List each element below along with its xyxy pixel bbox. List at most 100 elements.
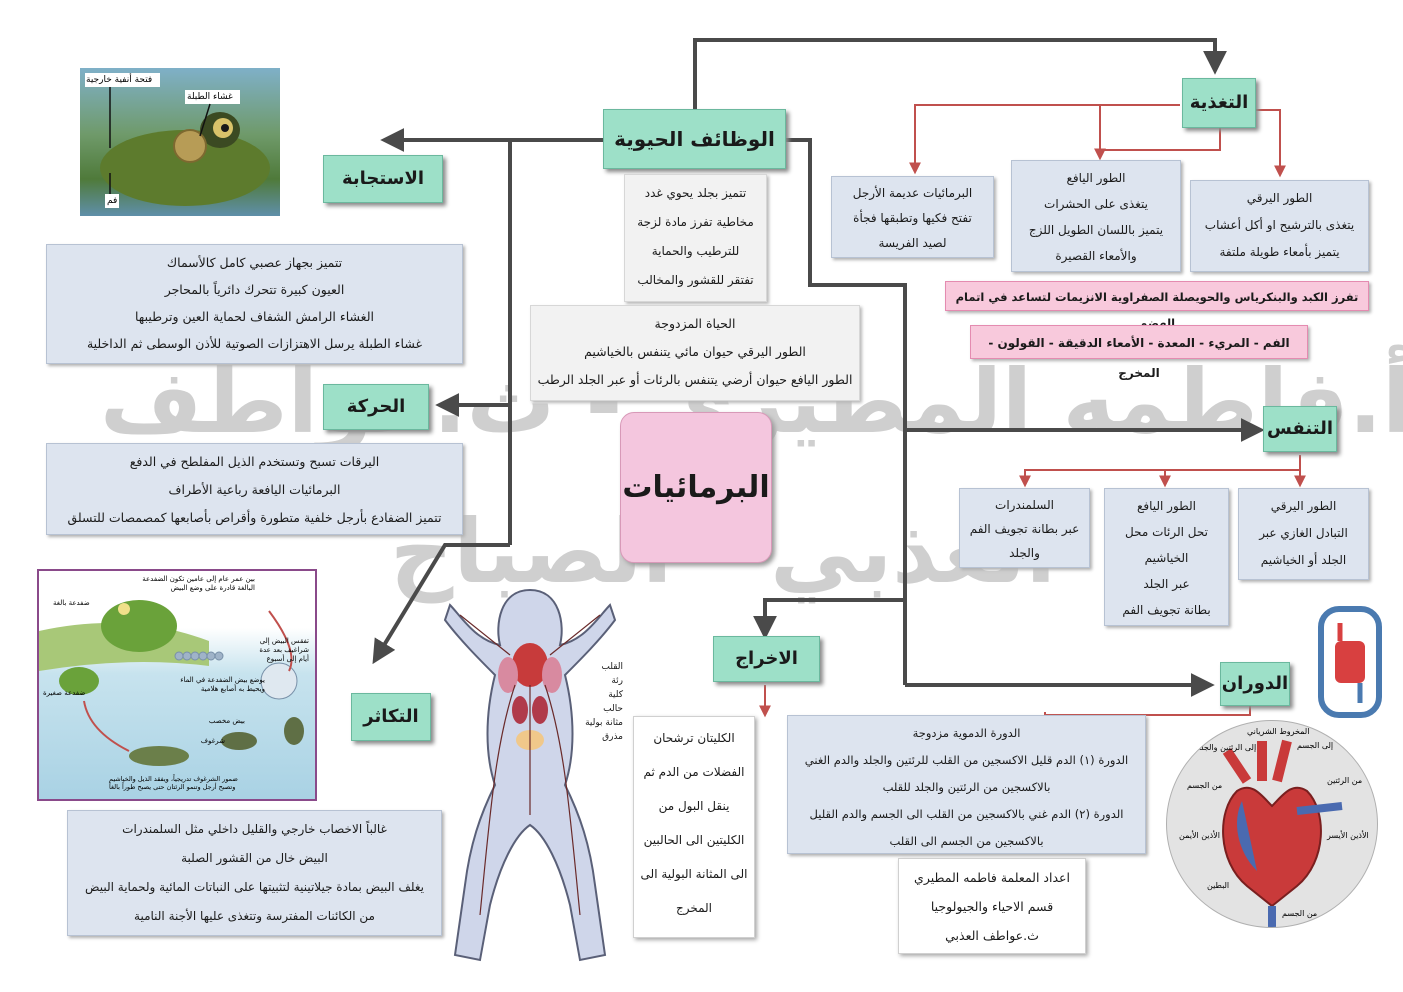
reproduction-line-2: البيض خال من القشور الصلبة — [74, 844, 435, 873]
nutrition-adult-line-2: يتميز باللسان الطويل اللزج — [1018, 217, 1174, 243]
vital-line-4: تفتقر للقشور والمخالب — [631, 266, 760, 295]
vital-functions-box: تتميز بجلد يحوي غدد مخاطية تفرز مادة لزج… — [624, 174, 767, 302]
reproduction-line-3: يغلف البيض بمادة جيلاتينية لتثبيتها على … — [74, 873, 435, 902]
movement-line-2: البرمائيات اليافعة رباعية الأطراف — [53, 476, 456, 504]
vital-line-3: للترطيب والحماية — [631, 237, 760, 266]
lifecycle-caption-2: البالغة قادرة على وضع البيض — [171, 584, 255, 593]
respiration-adult-box: الطور اليافع تحل الرئات محل الخياشيم عبر… — [1104, 488, 1229, 626]
lifecycle-fertilized-egg: بيض مخصب — [209, 717, 245, 726]
movement-box: اليرقات تسبح وتستخدم الذيل المفلطح في ال… — [46, 443, 463, 535]
response-line-4: غشاء الطبلة يرسل الاهتزازات الصوتية للأذ… — [53, 330, 456, 357]
nutrition-legless-line-2: لصيد الفريسة — [838, 231, 987, 256]
respiration-adult-line-1: تحل الرئات محل — [1111, 519, 1222, 545]
lifecycle-caption-4: وتصبح أرجل وتنمو الرئتان حتى يصبح طوراً … — [109, 783, 235, 791]
anatomy-label-ureter: حالب — [583, 702, 623, 716]
respiration-salamander-line-1: عبر بطانة تجويف الفم — [966, 517, 1083, 541]
double-life-title: الحياة المزدوجة — [537, 310, 853, 338]
digestive-path-box: الفم - المريء - المعدة - الأمعاء الدقيقة… — [970, 325, 1308, 359]
double-life-line-1: الطور اليرقي حيوان مائي يتنفس بالخياشيم — [537, 338, 853, 366]
respiration-larval-line-1: التبادل الغازي عبر — [1245, 520, 1362, 547]
heart-label-from-lungs: من الرئتين — [1327, 776, 1362, 786]
nostril-label: فتحة أنفية خارجية — [86, 74, 152, 86]
vital-line-1: تتميز بجلد يحوي غدد — [631, 179, 760, 208]
circulation-title: الدورة الدموية مزدوجة — [794, 720, 1139, 747]
circulation-box: الدورة الدموية مزدوجة الدورة (١) الدم قل… — [787, 715, 1146, 854]
lifecycle-froglet: ضفدعة صغيرة — [43, 689, 85, 698]
mouth-label: فم — [107, 195, 117, 207]
circulation-branch — [1045, 705, 1250, 715]
heading-movement: الحركة — [323, 384, 429, 430]
movement-line-3: تتميز الضفادع بأرجل خلفية متطورة وأقراص … — [53, 504, 456, 532]
heading-circulation: الدوران — [1220, 662, 1290, 706]
digestive-glands-box: تفرز الكبد والبنكرياس والحويصلة الصفراوي… — [945, 281, 1369, 311]
credits-line-1: اعداد المعلمة فاطمه المطيري — [905, 863, 1079, 892]
reproduction-line-1: غالباً الاخصاب خارجي والقليل داخلي مثل ا… — [74, 815, 435, 844]
credits-line-3: ث.عواطف العذبي — [905, 921, 1079, 950]
heading-nutrition: التغذية — [1182, 78, 1256, 128]
nutrition-legless-box: البرمائيات عديمة الأرجل تفتح فكيها وتطبق… — [831, 176, 994, 258]
frog-anatomy-diagram — [440, 585, 620, 970]
lifecycle-caption-1: بين عمر عام إلى عامين تكون الضفدعة — [142, 575, 255, 584]
respiration-branch — [1025, 455, 1300, 485]
respiration-larval-line-2: الجلد أو الخياشيم — [1245, 547, 1362, 574]
nutrition-adult-title: الطور اليافع — [1018, 165, 1174, 191]
response-line-3: الغشاء الرامش الشفاف لحماية العين وترطيب… — [53, 303, 456, 330]
lifecycle-hatch-1: تفقس البيض إلى — [260, 637, 309, 646]
heading-reproduction: التكاثر — [351, 693, 431, 741]
reproduction-box: غالباً الاخصاب خارجي والقليل داخلي مثل ا… — [67, 810, 442, 936]
excretion-line-3: ينقل البول من — [640, 789, 748, 823]
frog-head-photo: فتحة أنفية خارجية غشاء الطبلة فم — [80, 68, 280, 216]
respiration-larval-box: الطور اليرقي التبادل الغازي عبر الجلد أو… — [1238, 488, 1369, 580]
double-life-box: الحياة المزدوجة الطور اليرقي حيوان مائي … — [530, 305, 860, 401]
heart-label-right-atrium: الأذين الأيمن — [1179, 831, 1220, 841]
nutrition-larval-box: الطور اليرقي يتغذى بالترشيح او أكل أعشاب… — [1190, 180, 1369, 272]
reproduction-line-4: من الكائنات المفترسة وتتغذى عليها الأجنة… — [74, 902, 435, 931]
nutrition-larval-line-1: يتغذى بالترشيح او أكل أعشاب — [1197, 212, 1362, 239]
excretion-line-4: الكليتين الى الحالبين — [640, 823, 748, 857]
response-line-2: العيون كبيرة تتحرك دائرياً بالمحاجر — [53, 276, 456, 303]
heart-label-from-body-top: من الجسم — [1187, 781, 1222, 791]
credits-line-2: قسم الاحياء والجيولوجيا — [905, 892, 1079, 921]
arrow-to-nutrition — [695, 40, 1215, 110]
anatomy-label-cloaca: مذرق — [583, 730, 623, 744]
respiration-salamander-title: السلمندرات — [966, 493, 1083, 517]
anatomy-labels: القلب رئة كلية حالب مثانة بولية مذرق — [583, 660, 623, 744]
lifecycle-caption-3: ضمور الشرغوف تدريجياً، ويفقد الذيل والخي… — [109, 775, 238, 783]
heart-label-to-lungs: إلى الرئتين والجلد — [1197, 743, 1256, 753]
circulation-schematic — [1315, 603, 1385, 721]
heart-label-ventricle: البطين — [1207, 881, 1229, 891]
nutrition-adult-line-1: يتغذى على الحشرات — [1018, 191, 1174, 217]
respiration-larval-title: الطور اليرقي — [1245, 493, 1362, 520]
arrow-to-excretion — [765, 600, 905, 635]
vital-line-2: مخاطية تفرز مادة لزجة — [631, 208, 760, 237]
anatomy-label-lung: رئة — [583, 674, 623, 688]
heading-respiration: التنفس — [1263, 406, 1337, 452]
nutrition-adult-box: الطور اليافع يتغذى على الحشرات يتميز بال… — [1011, 160, 1181, 272]
lifecycle-eggs-1: يوضع بيض الضفدعة في الماء — [180, 676, 265, 685]
circulation-line-1: الدورة (١) الدم قليل الاكسجين من القلب ل… — [794, 747, 1139, 774]
nutrition-adult-line-3: والأمعاء القصيرة — [1018, 243, 1174, 269]
heart-label-left-atrium: الأذين الأيسر — [1327, 831, 1369, 841]
excretion-line-1: الكليتان ترشحان — [640, 721, 748, 755]
heart-label-from-body-bottom: من الجسم — [1282, 909, 1317, 919]
center-title: البرمائيات — [620, 412, 772, 563]
double-life-line-2: الطور اليافع حيوان أرضي يتنفس بالرئات أو… — [537, 366, 853, 394]
nutrition-legless-title: البرمائيات عديمة الأرجل — [838, 181, 987, 206]
lifecycle-hatch-3: أيام إلى أسبوع — [267, 655, 309, 664]
excretion-line-2: الفضلات من الدم ثم — [640, 755, 748, 789]
heading-excretion: الاخراج — [713, 636, 820, 682]
tympanum-label: غشاء الطبلة — [187, 91, 233, 103]
anatomy-label-heart: القلب — [583, 660, 623, 674]
anatomy-label-bladder: مثانة بولية — [583, 716, 623, 730]
respiration-adult-line-2: الخياشيم — [1111, 545, 1222, 571]
response-line-1: تتميز بجهاز عصبي كامل كالأسماك — [53, 249, 456, 276]
movement-line-1: اليرقات تسبح وتستخدم الذيل المفلطح في ال… — [53, 448, 456, 476]
excretion-line-6: المخرج — [640, 891, 748, 925]
lifecycle-tadpole: شرغوف — [201, 737, 225, 746]
anatomy-label-kidney: كلية — [583, 688, 623, 702]
nutrition-larval-line-2: يتميز بأمعاء طويلة ملتفة — [1197, 239, 1362, 266]
credits-box: اعداد المعلمة فاطمه المطيري قسم الاحياء … — [898, 858, 1086, 954]
heading-vital-functions: الوظائف الحيوية — [603, 109, 786, 169]
respiration-adult-line-4: بطانة تجويف الفم — [1111, 597, 1222, 623]
heart-diagram: المخروط الشرياني إلى الجسم إلى الرئتين و… — [1166, 720, 1378, 928]
